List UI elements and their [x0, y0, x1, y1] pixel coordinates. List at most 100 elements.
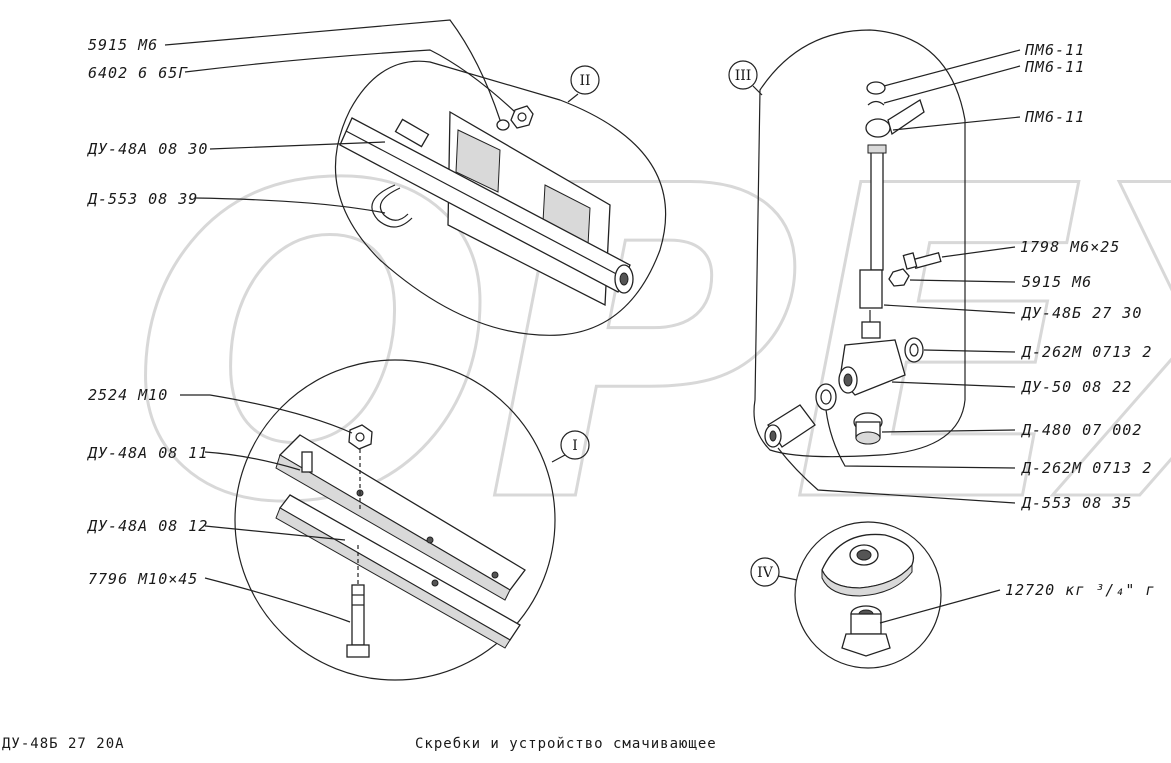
coupling-hex	[841, 633, 891, 657]
u-bolt-inner	[379, 187, 409, 221]
nut-m6	[888, 268, 910, 287]
label-d262-1: Д-262М 0713 2	[1020, 343, 1152, 361]
flange-plate-edge	[821, 563, 913, 597]
gasket-upper	[904, 337, 924, 363]
group-i-outline	[234, 359, 556, 681]
bar-hole-3	[491, 571, 499, 579]
leader-12720	[879, 589, 1001, 624]
hex-nut-i	[348, 424, 373, 450]
group-ii-outline	[334, 60, 667, 336]
group-iv-outline	[794, 521, 942, 669]
nipple-hole	[769, 430, 777, 442]
bar-slot	[301, 451, 313, 473]
hex-nut-ii-hole	[517, 112, 527, 122]
leader-du48a-0811	[204, 451, 301, 471]
label-5915-m6-right: 5915 М6	[1022, 273, 1092, 291]
spring-washer	[496, 119, 510, 131]
marker-ii-leader	[567, 93, 579, 103]
scraper-bar-lower-side	[275, 507, 511, 649]
leader-du48b-2730	[883, 304, 1016, 314]
label-12720: 12720 кг ³/₄" г	[1005, 581, 1155, 599]
valve-port-hole	[843, 373, 853, 387]
leader-d262-2	[825, 409, 1016, 469]
label-du48a-0830: ДУ-48А 08 30	[86, 140, 208, 158]
rod-sleeve	[859, 269, 883, 309]
leader-d553-0839	[194, 197, 386, 214]
leader-du48a-0830	[209, 141, 386, 150]
rod-shade-line	[345, 130, 625, 279]
label-du48a-0811: ДУ-48А 08 11	[86, 444, 208, 462]
bolt-shank	[351, 584, 365, 646]
group-iii-outline	[753, 29, 966, 458]
label-du50: ДУ-50 08 22	[1020, 378, 1132, 396]
rod-cap	[867, 144, 887, 154]
label-pm6-3: ПМ6-11	[1024, 108, 1085, 126]
label-d262-2: Д-262М 0713 2	[1020, 459, 1152, 477]
rod-end-hole	[619, 272, 629, 286]
fitting-pm6-3	[865, 118, 891, 138]
marker-ii-circle	[570, 65, 600, 95]
bar-hole-4	[431, 579, 439, 587]
leader-d553-0835	[777, 447, 1016, 504]
marker-i-text: I	[572, 438, 578, 454]
leader-1798	[941, 246, 1016, 258]
label-pm6-2: ПМ6-11	[1024, 58, 1085, 76]
plug-bottom	[855, 431, 881, 445]
lever-arm	[887, 99, 925, 136]
gasket-upper-hole	[909, 343, 919, 357]
group-ii: II	[334, 60, 667, 336]
leader-7796	[204, 577, 351, 623]
label-d553-0835: Д-553 08 35	[1020, 494, 1132, 512]
marker-iv-text: IV	[757, 565, 774, 581]
coupling-body	[850, 613, 882, 635]
marker-iii-text: III	[735, 68, 752, 84]
label-5915-m6-top: 5915 М6	[88, 36, 158, 54]
doc-code: ДУ-48Б 27 20А	[2, 736, 125, 752]
group-i: I	[234, 359, 590, 681]
group-iv: IV	[750, 521, 942, 669]
flange-hole	[856, 549, 872, 561]
marker-i-circle	[560, 430, 590, 460]
long-rod	[870, 149, 884, 271]
rod-pin	[394, 118, 430, 148]
label-du48b-2730: ДУ-48Б 27 30	[1020, 304, 1142, 322]
leader-d480	[881, 429, 1016, 433]
leader-5915-m6-top	[164, 19, 501, 121]
gasket-lower-hole	[820, 389, 832, 405]
leader-5915-m6-right	[909, 279, 1016, 283]
leader-d262-1	[923, 349, 1016, 353]
bar-hole-2	[426, 536, 434, 544]
leader-2524	[180, 394, 353, 434]
leader-du48a-0812	[204, 525, 346, 541]
hex-nut-ii	[510, 105, 534, 129]
leader-du50	[891, 381, 1016, 388]
leader-pm6-3	[892, 116, 1021, 131]
fitting-pm6-1	[866, 81, 886, 95]
u-bolt	[371, 184, 413, 228]
marker-iii-leader	[752, 85, 763, 96]
bolt-head	[346, 644, 370, 658]
caption: Скребки и устройство смачивающее	[415, 736, 717, 752]
marker-ii-text: II	[579, 73, 590, 89]
label-1798: 1798 М6×25	[1020, 238, 1120, 256]
label-2524: 2524 М10	[88, 386, 168, 404]
label-6402: 6402 6 65Г	[88, 64, 188, 82]
label-du48a-0812: ДУ-48А 08 12	[86, 517, 208, 535]
fitting-pm6-2	[867, 100, 885, 106]
leader-pm6-2	[883, 65, 1021, 104]
label-pm6-1: ПМ6-11	[1024, 41, 1085, 59]
leader-pm6-1	[883, 49, 1021, 87]
hex-nut-i-hole	[355, 432, 365, 442]
group-iii: III	[728, 29, 966, 458]
marker-iv-circle	[750, 557, 780, 587]
plate-tab-upper	[455, 129, 501, 193]
marker-i-leader	[551, 454, 566, 463]
marker-iv-leader	[777, 575, 798, 581]
valve-cap	[861, 321, 881, 339]
label-d553-0839: Д-553 08 39	[86, 190, 198, 208]
leader-6402	[184, 49, 516, 113]
label-7796: 7796 М10×45	[88, 570, 198, 588]
label-d480: Д-480 07 002	[1020, 421, 1142, 439]
